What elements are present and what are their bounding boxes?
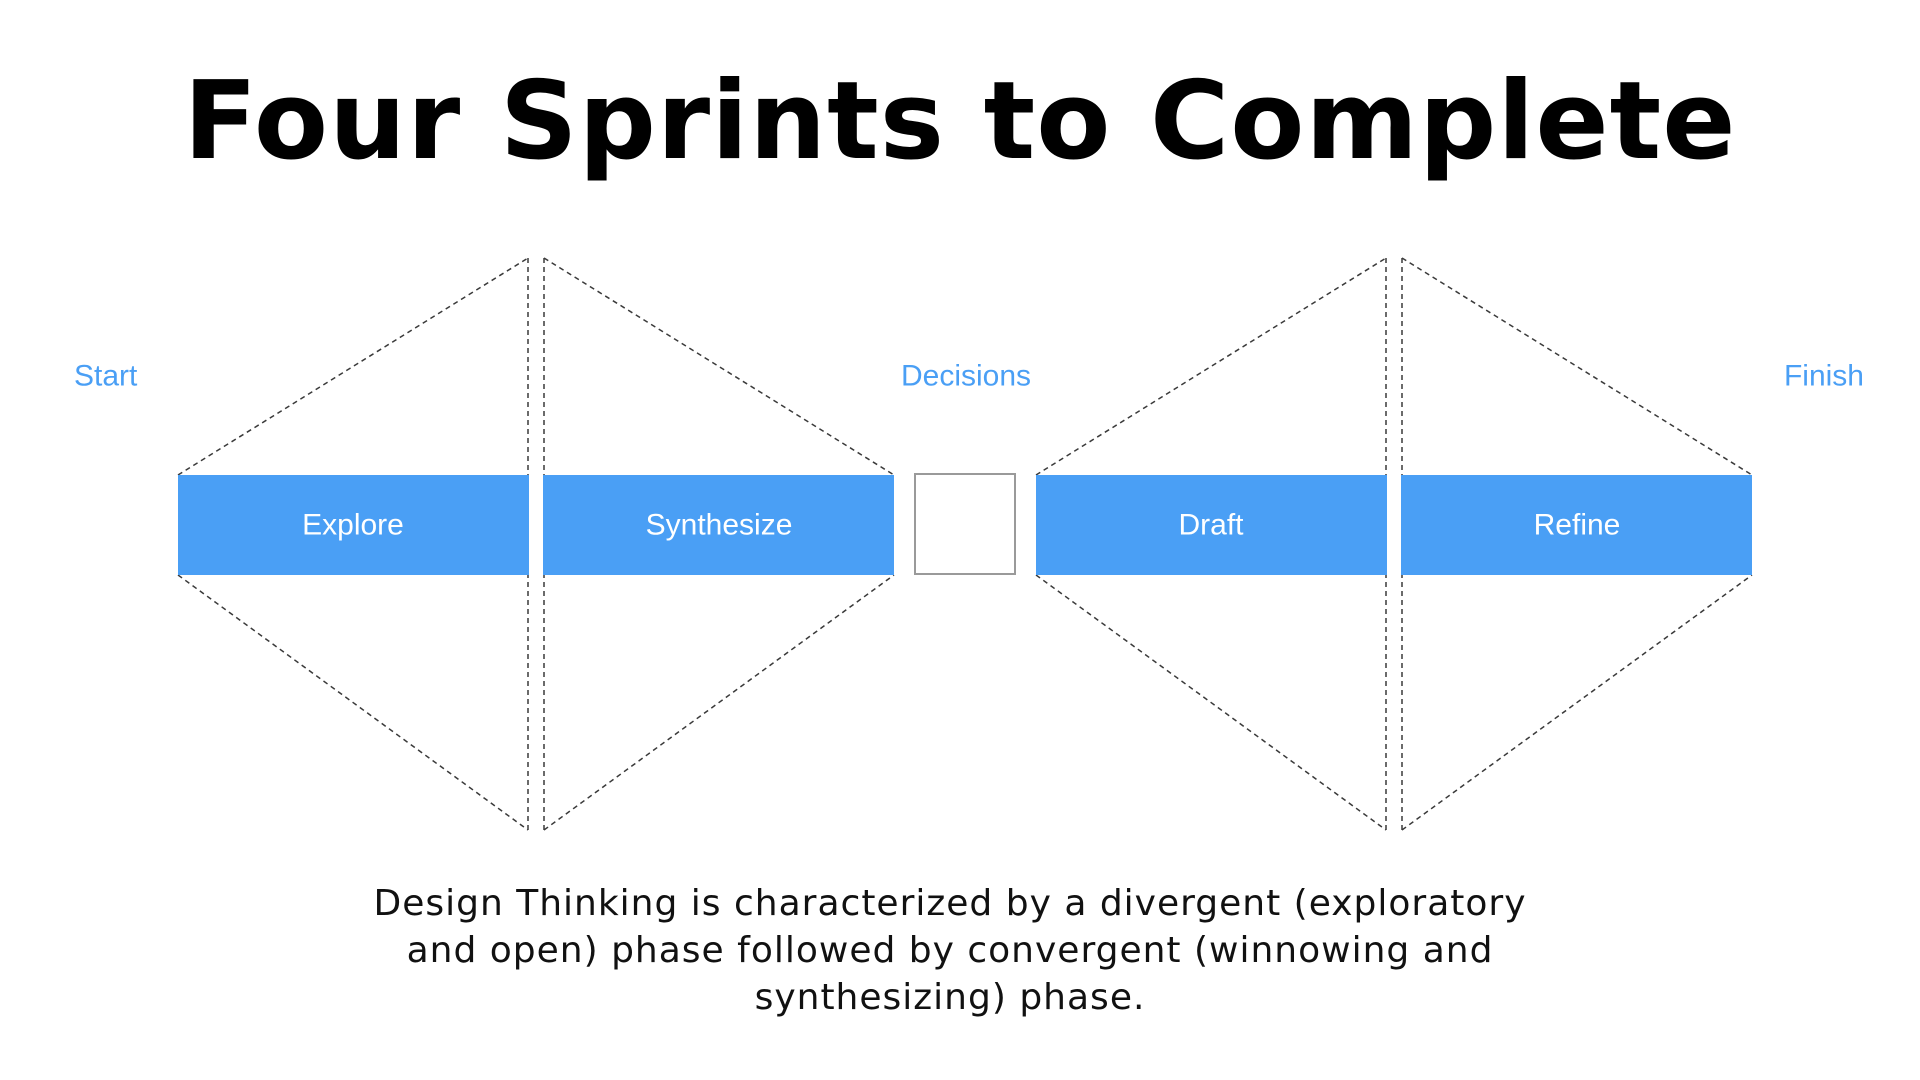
phase-label: Draft [1178, 509, 1244, 542]
phase-explore: Explore [178, 475, 529, 575]
phase-box [1036, 475, 1387, 575]
guide-line [1401, 574, 1753, 831]
diamond-right [1035, 257, 1753, 831]
phase-refine: Refine [1401, 475, 1752, 575]
guide-line [1401, 257, 1753, 476]
phase-label: Synthesize [646, 509, 793, 542]
guide-line [177, 257, 529, 476]
guide-line [543, 257, 895, 476]
guide-line [177, 574, 529, 831]
start-label: Start [74, 360, 138, 393]
phase-draft: Draft [1036, 475, 1387, 575]
guide-line [1035, 257, 1387, 476]
page-title: Four Sprints to Complete [183, 59, 1737, 184]
phase-box [1401, 475, 1752, 575]
phase-label: Explore [302, 509, 404, 542]
phase-box [178, 475, 529, 575]
finish-label: Finish [1784, 360, 1864, 393]
decisions-label: Decisions [901, 360, 1031, 393]
guide-line [543, 574, 895, 831]
decision-box [914, 473, 1016, 575]
guide-line [1035, 574, 1387, 831]
phase-box [543, 475, 894, 575]
diamond-left [177, 257, 895, 831]
caption: Design Thinking is characterized by a di… [373, 883, 1527, 1018]
phase-synthesize: Synthesize [543, 475, 894, 575]
phase-label: Refine [1534, 509, 1621, 542]
